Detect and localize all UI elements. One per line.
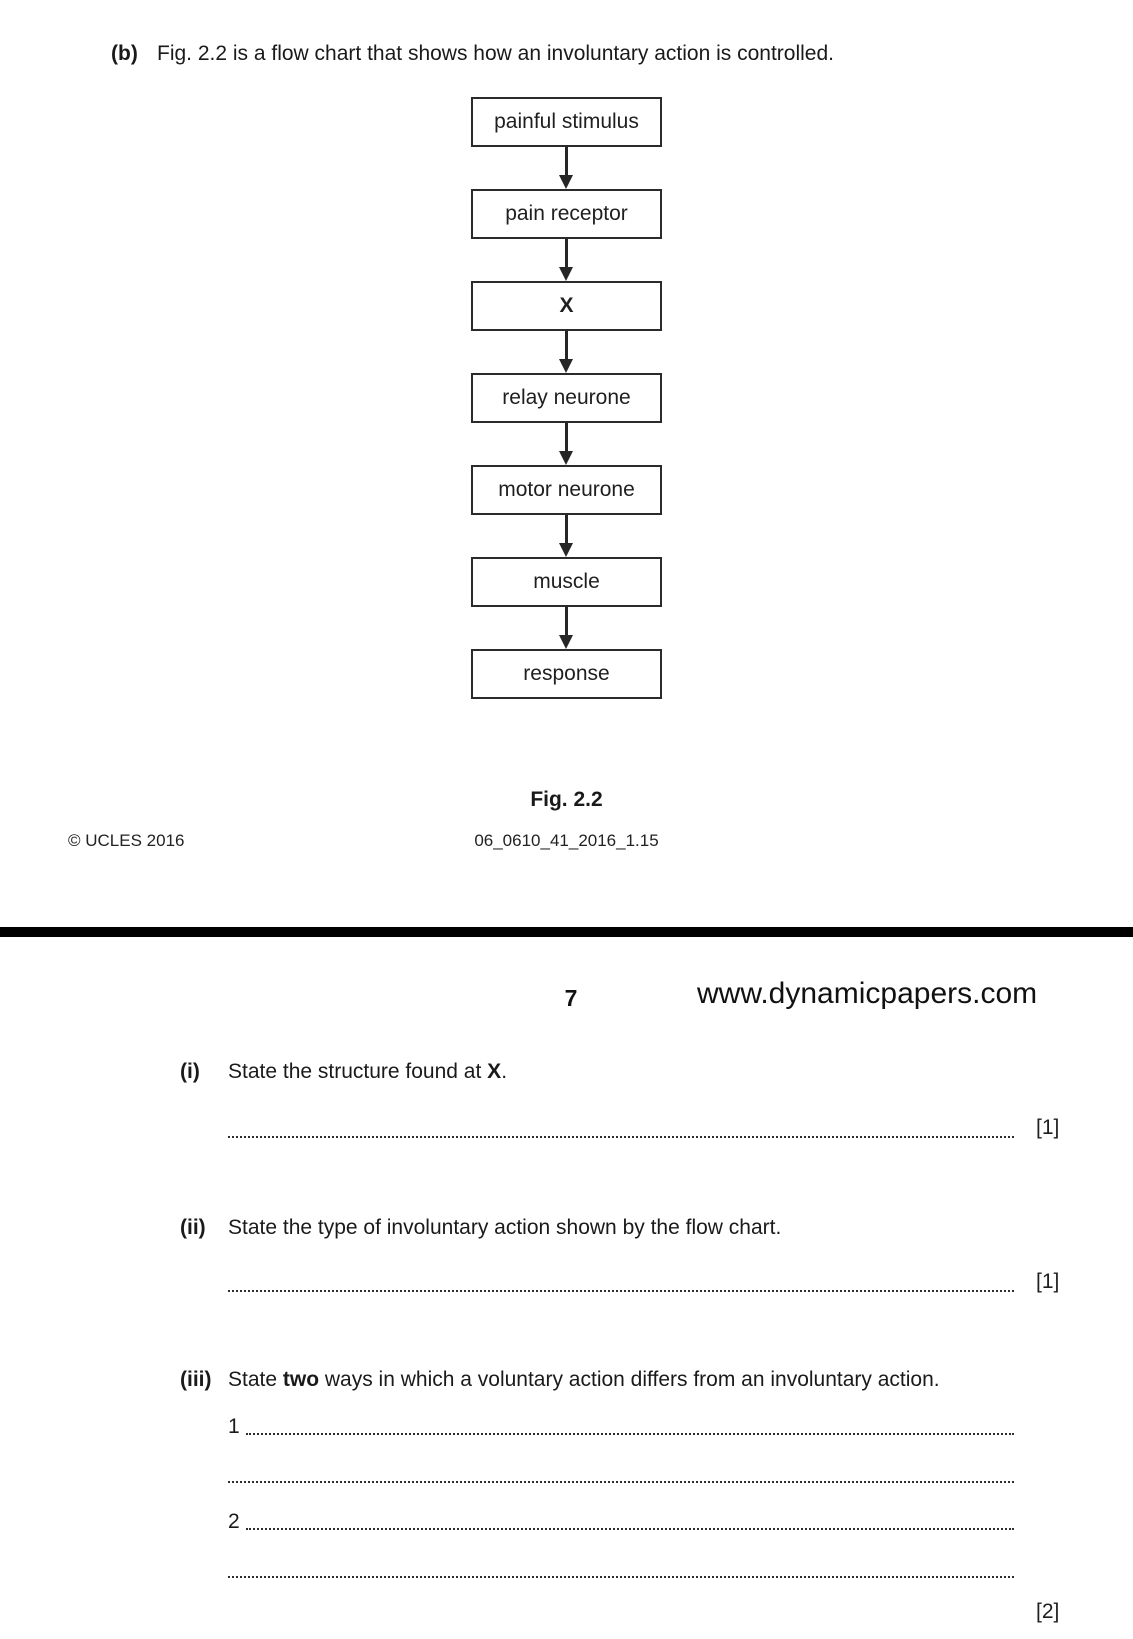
marks-badge: [1] bbox=[1036, 1116, 1060, 1139]
question-i-text: State the structure found at X. bbox=[228, 1060, 507, 1084]
flowchart-box-label: response bbox=[523, 662, 610, 685]
flowchart-box-x: X bbox=[471, 281, 662, 331]
dotted-leader bbox=[228, 1576, 1014, 1578]
question-iii-bold-word: two bbox=[282, 1368, 320, 1391]
flowchart-box-pain-receptor: pain receptor bbox=[471, 189, 662, 239]
figure-caption: Fig. 2.2 bbox=[530, 788, 603, 811]
arrow-down-icon bbox=[559, 607, 573, 649]
question-iii-text: State two ways in which a voluntary acti… bbox=[228, 1368, 940, 1392]
question-iii-prefix: State bbox=[228, 1368, 283, 1391]
flowchart-box-response: response bbox=[471, 649, 662, 699]
answer-line bbox=[228, 1557, 1014, 1581]
flowchart-box-label: muscle bbox=[533, 570, 600, 593]
question-i-prefix: State the structure found at bbox=[228, 1060, 488, 1083]
answer-line bbox=[228, 1116, 1014, 1138]
part-b-label: (b) bbox=[111, 42, 138, 65]
answer-line-number: 1 bbox=[228, 1415, 240, 1438]
dotted-leader bbox=[228, 1481, 1014, 1483]
answer-line bbox=[228, 1462, 1014, 1486]
answer-line-1: 1 bbox=[228, 1414, 1014, 1438]
dotted-leader bbox=[245, 1528, 1014, 1530]
flowchart-box-label: painful stimulus bbox=[494, 110, 639, 133]
question-i-suffix: . bbox=[501, 1060, 508, 1083]
page-number: 7 bbox=[564, 985, 578, 1011]
page-break-divider bbox=[0, 927, 1133, 937]
question-i-bold-word: X bbox=[487, 1060, 502, 1083]
answer-line bbox=[228, 1270, 1014, 1292]
arrow-down-icon bbox=[559, 331, 573, 373]
flowchart-box-label: X bbox=[559, 294, 574, 317]
flowchart-box-label: pain receptor bbox=[505, 202, 628, 225]
dotted-leader bbox=[245, 1433, 1014, 1435]
arrow-down-icon bbox=[559, 423, 573, 465]
flowchart-box-painful-stimulus: painful stimulus bbox=[471, 97, 662, 147]
marks-badge: [2] bbox=[1036, 1600, 1060, 1623]
arrow-down-icon bbox=[559, 239, 573, 281]
question-ii-text: State the type of involuntary action sho… bbox=[228, 1216, 782, 1239]
question-iii-suffix: ways in which a voluntary action differs… bbox=[319, 1368, 940, 1391]
answer-line-number: 2 bbox=[228, 1510, 240, 1533]
question-ii-label: (ii) bbox=[180, 1216, 206, 1239]
flowchart-box-relay-neurone: relay neurone bbox=[471, 373, 662, 423]
part-b-heading: (b) Fig. 2.2 is a flow chart that shows h… bbox=[111, 42, 1011, 66]
answer-line-2: 2 bbox=[228, 1509, 1014, 1533]
part-b-text: Fig. 2.2 is a flow chart that shows how … bbox=[157, 42, 835, 65]
copyright-notice: © UCLES 2016 bbox=[68, 831, 185, 850]
arrow-down-icon bbox=[559, 147, 573, 189]
flowchart-box-label: relay neurone bbox=[502, 386, 631, 409]
paper-code: 06_0610_41_2016_1.15 bbox=[474, 831, 659, 850]
flowchart-box-muscle: muscle bbox=[471, 557, 662, 607]
flowchart-box-label: motor neurone bbox=[498, 478, 635, 501]
arrow-down-icon bbox=[559, 515, 573, 557]
flowchart-box-motor-neurone: motor neurone bbox=[471, 465, 662, 515]
watermark-url: www.dynamicpapers.com bbox=[697, 977, 1038, 1010]
question-i-label: (i) bbox=[180, 1060, 200, 1083]
question-iii-label: (iii) bbox=[180, 1368, 212, 1391]
marks-badge: [1] bbox=[1036, 1270, 1060, 1293]
